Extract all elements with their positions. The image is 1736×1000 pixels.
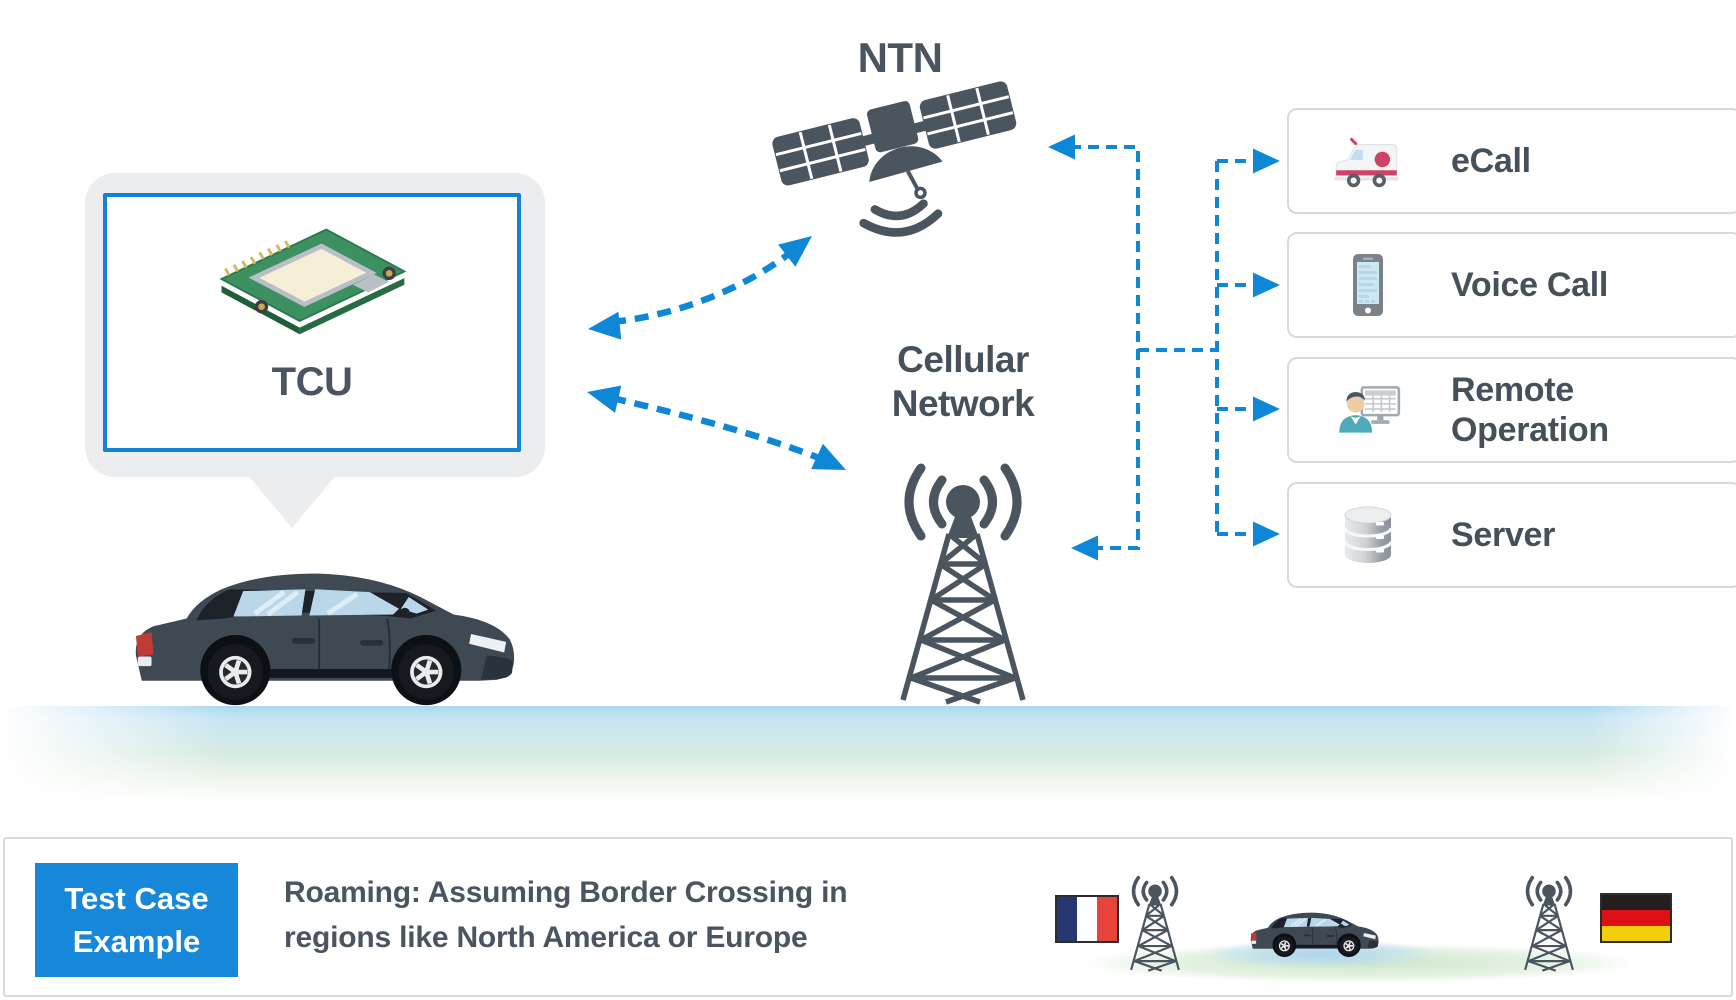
service-label: Voice Call — [1451, 266, 1608, 304]
database-icon — [1329, 496, 1407, 574]
tcu-cellular-arrow — [583, 378, 852, 483]
tcu-callout-pointer — [247, 474, 337, 528]
service-label: Remote Operation — [1451, 371, 1609, 449]
service-card-ecall: eCall — [1287, 108, 1736, 214]
tcu-ntn-arrow — [586, 224, 821, 343]
service-label: eCall — [1451, 142, 1531, 180]
ground-strip — [0, 706, 1736, 802]
service-card-voice-call: Voice Call — [1287, 232, 1736, 338]
mini-car-image — [1248, 908, 1380, 959]
smartphone-icon — [1329, 246, 1407, 324]
cellular-network-label: Cellular Network — [891, 339, 1035, 424]
test-case-badge: Test Case Example — [35, 863, 238, 977]
roaming-caption: Roaming: Assuming Border Crossing in reg… — [284, 876, 848, 954]
network-services-connectors — [1052, 145, 1252, 550]
ground-fade-right — [1586, 706, 1736, 802]
remote-operator-icon — [1329, 371, 1407, 449]
tcu-label: TCU — [271, 360, 353, 404]
service-card-remote-operation: Remote Operation — [1287, 357, 1736, 463]
tcu-module-icon — [219, 228, 407, 335]
ground-fade-left — [0, 706, 230, 802]
cell-tower-icon-germany — [1518, 870, 1580, 974]
cell-tower-icon-france — [1124, 870, 1186, 974]
service-card-server: Server — [1287, 482, 1736, 588]
satellite-icon — [772, 81, 1017, 237]
service-label: Server — [1451, 516, 1556, 554]
france-flag-icon — [1055, 895, 1119, 943]
ambulance-icon — [1329, 122, 1407, 200]
ntn-label: NTN — [857, 34, 943, 81]
germany-flag-icon — [1600, 893, 1672, 943]
